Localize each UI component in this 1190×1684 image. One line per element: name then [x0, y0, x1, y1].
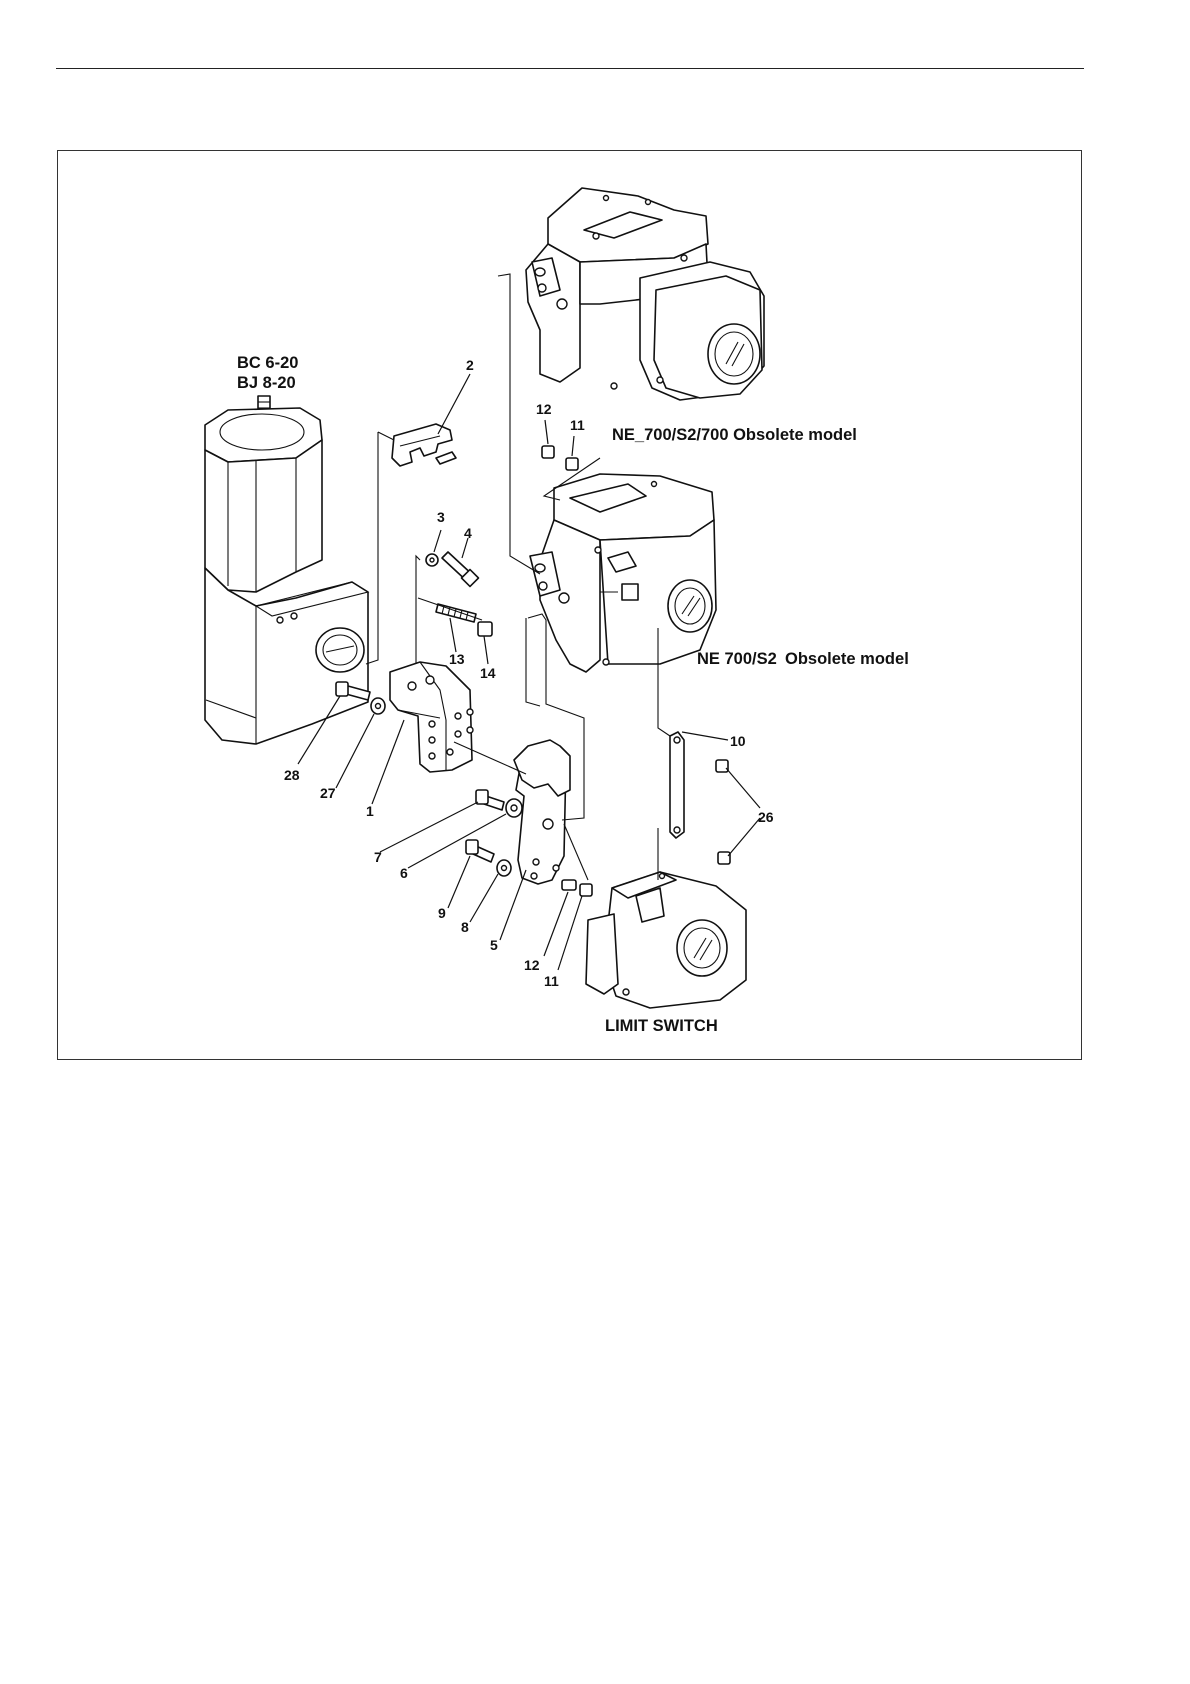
callout-1: 1: [366, 803, 374, 819]
mounting-plate-part-5: [514, 740, 570, 884]
callout-11-top: 11: [570, 417, 585, 433]
ne700-s2-700-label: NE_700/S2/700 Obsolete model: [612, 426, 857, 444]
actuator-model-label-2: BJ 8-20: [237, 374, 296, 392]
callout-27: 27: [320, 785, 336, 801]
callout-5: 5: [490, 937, 498, 953]
callout-8: 8: [461, 919, 469, 935]
positioner-ne700-s2: [530, 474, 716, 672]
callout-13: 13: [449, 651, 465, 667]
callout-28: 28: [284, 767, 300, 783]
positioner-ne700-s2-700: [526, 188, 764, 400]
callout-6: 6: [400, 865, 408, 881]
bracket-part-1: [390, 662, 473, 772]
coupling-part-2: [392, 424, 456, 466]
callout-10: 10: [730, 733, 746, 749]
ne700-s2-obsolete-label: Obsolete model: [785, 650, 909, 668]
callout-26: 26: [758, 809, 774, 825]
actuator-model-label-1: BC 6-20: [237, 354, 298, 372]
callout-9: 9: [438, 905, 446, 921]
limit-switch-unit: [586, 872, 746, 1008]
callout-12-top: 12: [536, 401, 552, 417]
callout-4: 4: [464, 525, 472, 541]
callout-12-bottom: 12: [524, 957, 540, 973]
limit-switch-label: LIMIT SWITCH: [605, 1017, 718, 1035]
callout-14: 14: [480, 665, 496, 681]
callout-2: 2: [466, 357, 474, 373]
ne700-s2-label: NE 700/S2: [697, 650, 777, 668]
callout-11-bottom: 11: [544, 973, 559, 989]
callout-3: 3: [437, 509, 445, 525]
callout-7: 7: [374, 849, 382, 865]
